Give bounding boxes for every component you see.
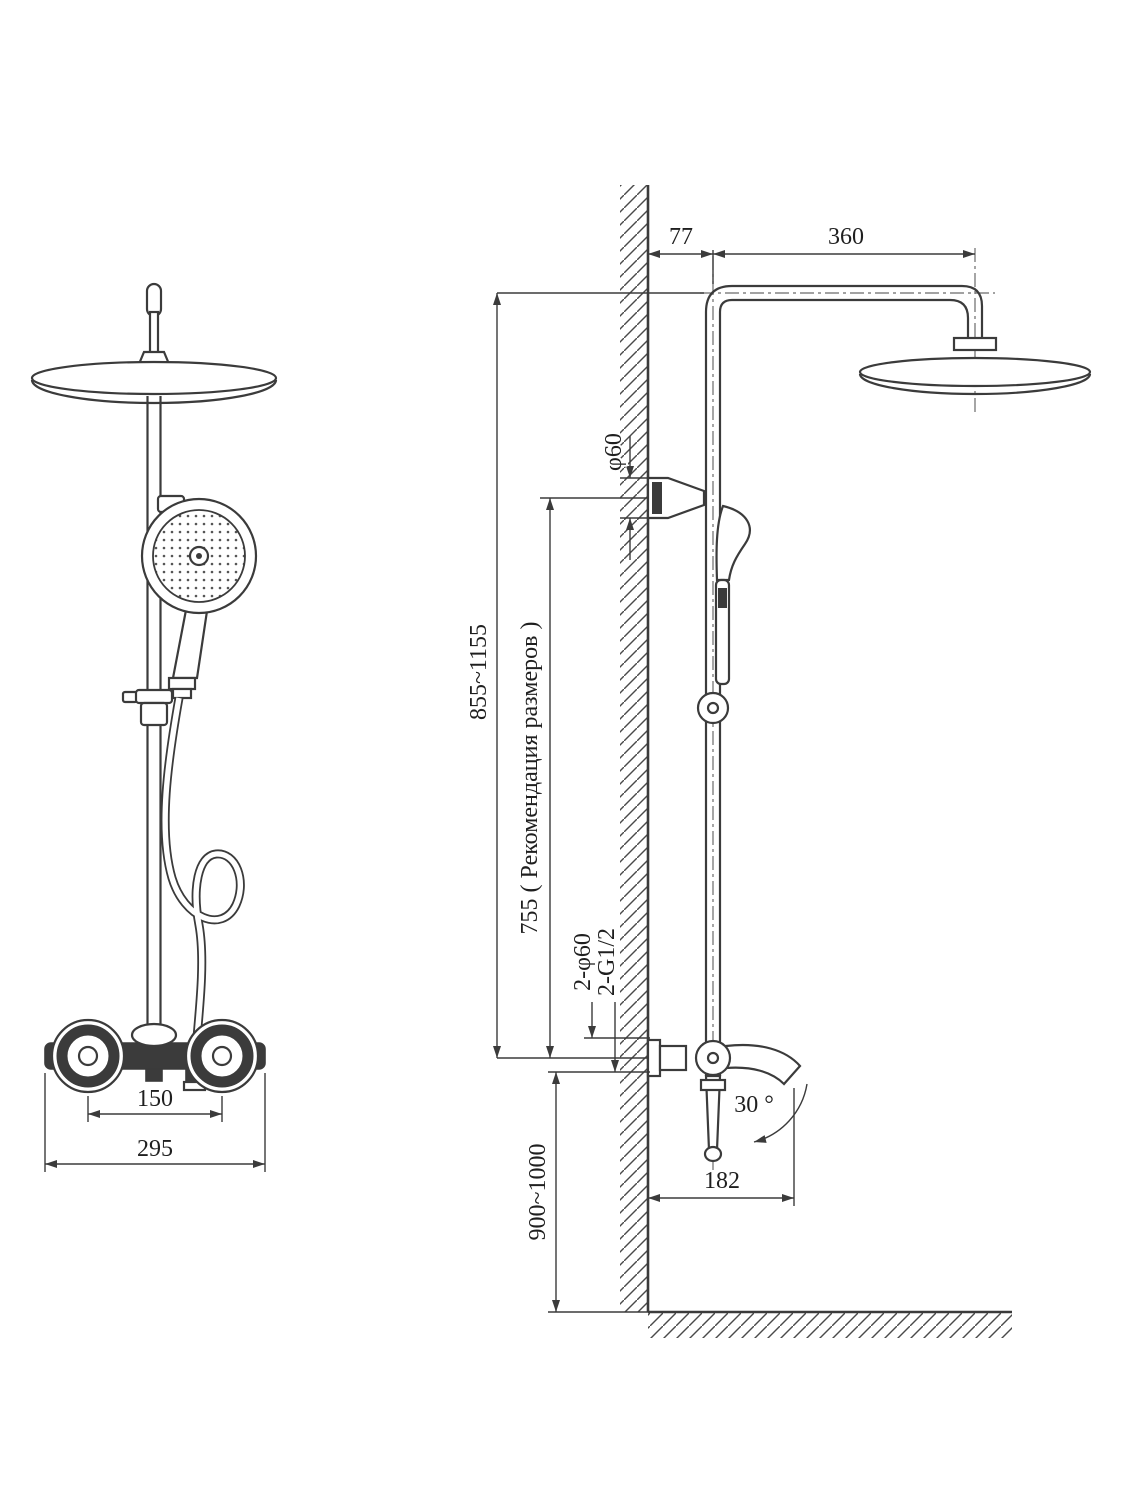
side-valve-hub <box>706 1051 720 1065</box>
front-mixer-center-joint <box>130 1022 178 1048</box>
side-hand-shower-clip <box>718 588 727 608</box>
side-hand-shower-head <box>715 504 751 582</box>
dim-30deg-label: 30 ° <box>734 1092 774 1118</box>
front-hand-shower-handle <box>171 608 209 680</box>
arm-elbow-left-inner <box>718 298 733 313</box>
side-lower-nut <box>699 1078 727 1092</box>
front-mixer-outlet <box>145 1068 163 1082</box>
dim-755-label: 755 ( Рекомендация размеров ) <box>517 622 543 935</box>
floor-hatching <box>648 1312 1012 1338</box>
dim-recommended-height: 755 ( Рекомендация размеров ) <box>515 497 648 1058</box>
dim-top: 77 360 <box>648 222 975 284</box>
side-mixer-body <box>658 1044 688 1072</box>
dim-2phi60-label: 2-φ60 <box>570 933 596 991</box>
dim-150-label: 150 <box>137 1086 173 1112</box>
front-slider-body <box>139 701 169 727</box>
front-left-handle-hub <box>77 1045 99 1067</box>
side-shower-head-rim <box>858 373 1092 396</box>
wall-hatching <box>620 185 648 1312</box>
dim-295-label: 295 <box>137 1136 173 1162</box>
dim-height-range: 855~1155 <box>464 292 704 1059</box>
dim-2g12-label: 2-G1/2 <box>594 928 620 996</box>
front-slider-top <box>134 688 174 705</box>
front-hose-connector <box>167 676 197 691</box>
dim-spout-reach: 182 <box>648 1088 795 1206</box>
side-shower-head <box>858 356 1092 388</box>
front-hose-nut <box>171 687 193 700</box>
dim-mixer-height: 900~1000 <box>523 1072 648 1313</box>
front-shower-head-rim <box>30 379 278 405</box>
side-head-nut <box>952 336 998 352</box>
side-view: 30 ° 77 360 φ60 855~1155 75 <box>464 185 1092 1338</box>
dim-182-label: 182 <box>704 1168 740 1194</box>
front-hand-shower-hub-dot <box>196 553 202 559</box>
front-right-handle-ring <box>190 1024 254 1088</box>
side-outlet-tip <box>703 1145 723 1163</box>
side-spout <box>724 1043 802 1086</box>
side-mixer-escutcheon <box>646 1038 662 1078</box>
dim-360-label: 360 <box>828 224 864 250</box>
arm-elbow-right-inner <box>949 298 970 338</box>
dim-phi60-label: φ60 <box>601 433 627 471</box>
dim-855-1155-label: 855~1155 <box>466 624 492 720</box>
front-left-handle-ring <box>56 1024 120 1088</box>
front-shower-head <box>30 360 278 396</box>
dim-overall-width: 295 <box>44 1073 266 1172</box>
wall-bracket-flange <box>652 482 662 514</box>
side-holder-knob-hub <box>706 701 720 715</box>
dim-inlets: 2-φ60 2-G1/2 <box>548 926 650 1073</box>
dim-bracket-diameter: φ60 <box>599 431 652 560</box>
spout-swing-arc <box>753 1083 808 1143</box>
front-right-handle-hub <box>211 1045 233 1067</box>
dim-handle-spacing: 150 <box>87 1084 223 1122</box>
arm-elbow-right-outer <box>961 284 984 338</box>
dim-900-1000-label: 900~1000 <box>525 1144 551 1241</box>
front-view: 150 295 <box>30 282 278 1172</box>
front-hose-core <box>162 697 243 1073</box>
dim-77-label: 77 <box>669 224 693 250</box>
arm-elbow-left-outer <box>704 284 733 313</box>
